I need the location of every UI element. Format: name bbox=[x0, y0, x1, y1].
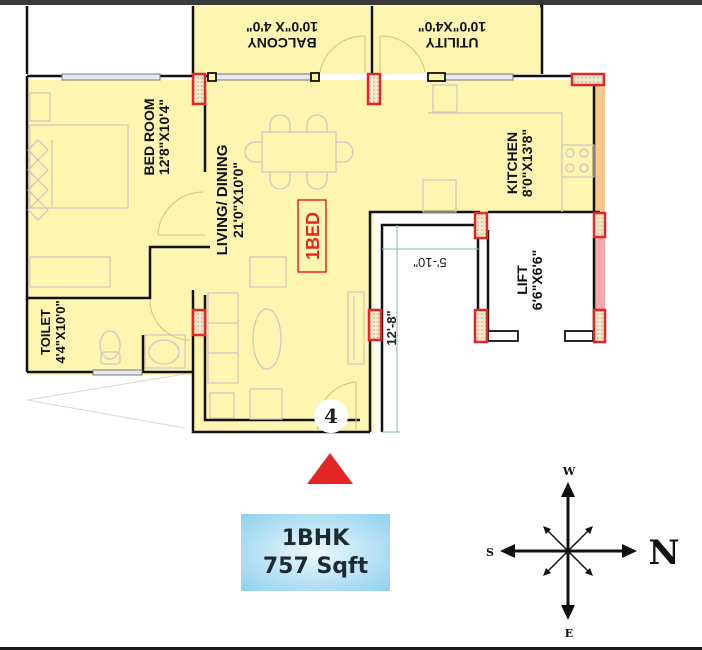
lift-size: 6'6"X6'6" bbox=[529, 250, 545, 310]
compass-west-label: W bbox=[562, 465, 576, 478]
unit-type: 1BHK bbox=[281, 525, 350, 551]
unit-type-tag: 1BED bbox=[297, 199, 327, 273]
compass-icon bbox=[500, 482, 637, 620]
toilet-size: 4'4"X10'0" bbox=[53, 300, 68, 363]
balcony-size: 10'0"X 4'0" bbox=[246, 19, 318, 35]
living-label: LIVING/ DINING bbox=[214, 145, 231, 256]
kitchen-label: KITCHEN bbox=[504, 132, 520, 194]
lift-label: LIFT bbox=[514, 265, 530, 295]
utility-size: 10'0"X4'0" bbox=[418, 19, 486, 35]
top-border bbox=[0, 0, 702, 5]
unit-area: 757 Sqft bbox=[262, 553, 369, 579]
bedroom-label: BED ROOM bbox=[141, 99, 157, 176]
unit-number-marker: 4 bbox=[314, 399, 348, 433]
compass-east-label: E bbox=[565, 627, 573, 640]
toilet-label: TOILET bbox=[38, 309, 53, 355]
columns bbox=[191, 72, 607, 344]
entry-arrow-icon bbox=[307, 453, 353, 484]
bottom-border bbox=[0, 647, 702, 650]
dimension-lines bbox=[382, 225, 480, 433]
window-sills bbox=[207, 72, 446, 82]
utility-label: UTILITY bbox=[425, 35, 479, 51]
compass-south-label: S bbox=[486, 546, 494, 559]
lobby-length-dimension: 12'-8" bbox=[384, 310, 399, 345]
room-labels: BALCONY 10'0"X 4'0" UTILITY 10'0"X4'0" B… bbox=[38, 19, 545, 364]
unit-summary-badge: 1BHK 757 Sqft bbox=[241, 514, 390, 591]
svg-text:1BED: 1BED bbox=[303, 212, 323, 260]
guide-lines bbox=[26, 373, 186, 429]
compass-north-label: N bbox=[648, 533, 679, 573]
furniture bbox=[27, 84, 595, 420]
kitchen-size: 8'0"X13'8" bbox=[519, 129, 535, 197]
bedroom-size: 12'8"X10'4" bbox=[156, 99, 172, 175]
unit-number: 4 bbox=[324, 404, 338, 428]
lobby-width-dimension: 5'-10" bbox=[413, 255, 447, 270]
living-size: 21'0"X10'0" bbox=[230, 162, 246, 238]
balcony-label: BALCONY bbox=[247, 35, 317, 51]
